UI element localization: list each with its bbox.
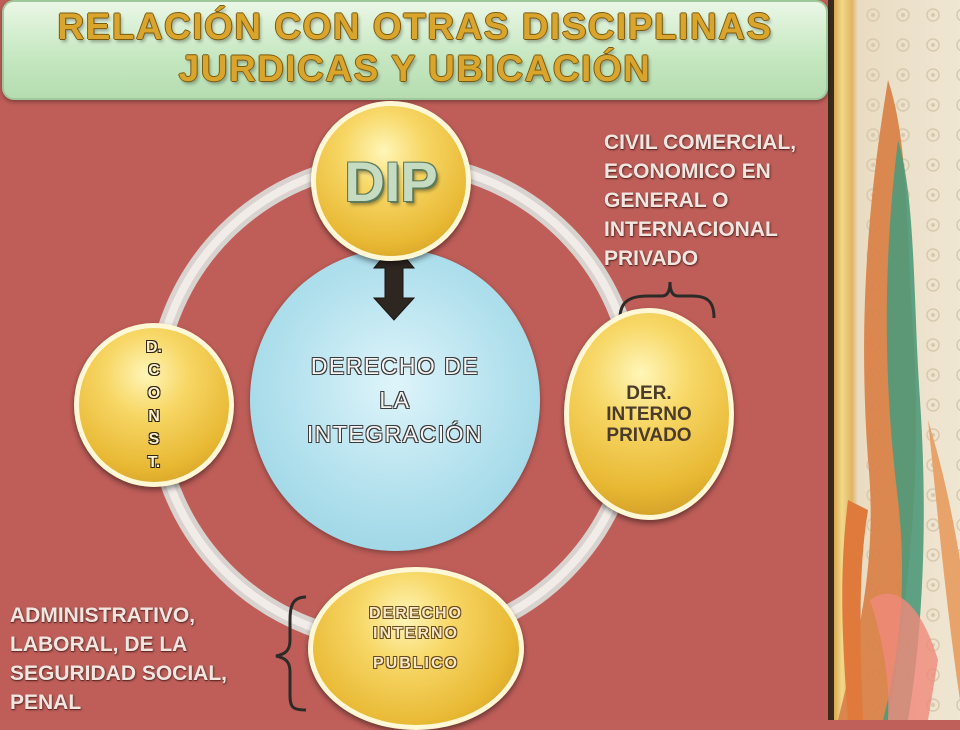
decorative-pattern-icon (838, 0, 960, 720)
arrow-layer (372, 243, 416, 321)
node-d-const: D. C O N S T. (74, 323, 234, 487)
double-arrow-icon (372, 243, 416, 321)
note-bottom-left: ADMINISTRATIVO, LABORAL, DE LA SEGURIDAD… (10, 604, 228, 714)
node-d-const-label: D. C O N S T. (146, 339, 162, 471)
node-der-interno-privado: DER. INTERNO PRIVADO (564, 308, 734, 520)
node-derecho-interno-label: DERECHO INTERNO (368, 604, 463, 642)
title-line-2: JURDICAS Y UBICACIÓN (178, 48, 652, 89)
title-line-1: RELACIÓN CON OTRAS DISCIPLINAS (57, 6, 773, 47)
node-dip: DIP (311, 101, 471, 261)
center-circle: DERECHO DE LA INTEGRACIÓN (250, 249, 540, 551)
decorative-side-panel (828, 0, 960, 720)
node-dip-label: DIP (344, 149, 438, 213)
note-top-right: CIVIL COMERCIAL, ECONOMICO EN GENERAL O … (604, 131, 797, 270)
node-publico-label: PUBLICO (373, 654, 459, 672)
node-der-interno-privado-label: DER. INTERNO PRIVADO (606, 382, 692, 446)
title-banner: RELACIÓN CON OTRAS DISCIPLINAS JURDICAS … (2, 0, 828, 100)
brace-top-right-icon (618, 281, 716, 319)
center-label: DERECHO DE LA INTEGRACIÓN (306, 353, 484, 447)
node-derecho-interno-publico: DERECHO INTERNO PUBLICO (308, 567, 524, 730)
brace-bottom-left-icon (275, 595, 307, 712)
